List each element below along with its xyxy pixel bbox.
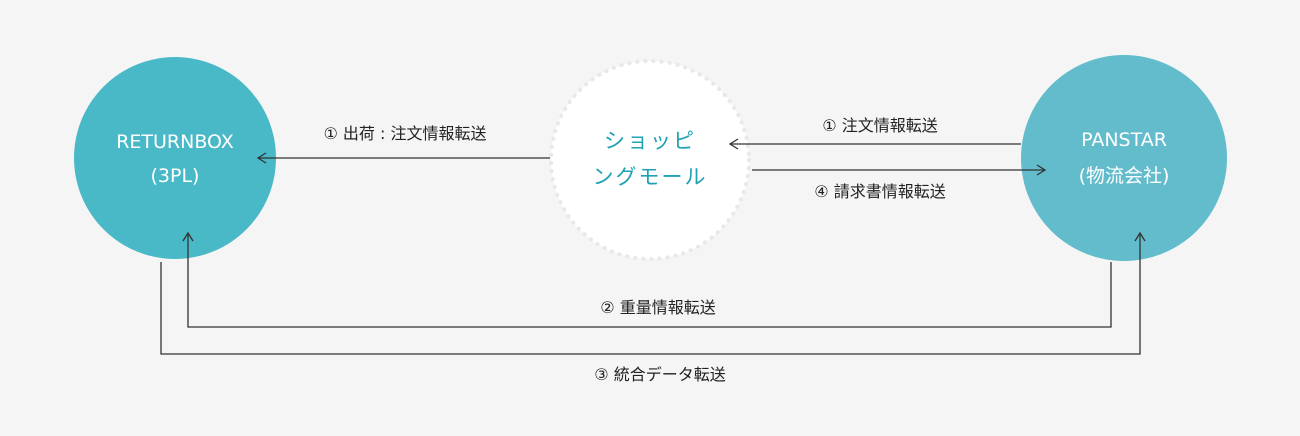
label-invoice: ④ 請求書情報転送 bbox=[814, 182, 945, 201]
arrow-weight bbox=[182, 231, 1112, 328]
mall-name-line1: ショッピ bbox=[604, 129, 696, 153]
node-shopping-mall: ショッピ ングモール bbox=[549, 59, 751, 261]
label-integrated: ③ 統合データ転送 bbox=[594, 365, 725, 384]
arrow-integrated bbox=[160, 231, 1146, 355]
mall-name-line2: ングモール bbox=[593, 165, 708, 189]
returnbox-name: RETURNBOX bbox=[116, 131, 234, 153]
panstar-role: (物流会社) bbox=[1079, 165, 1170, 187]
panstar-name: PANSTAR bbox=[1081, 129, 1167, 151]
node-returnbox: RETURNBOX (3PL) bbox=[74, 57, 276, 259]
label-shipping: ① 出荷 : 注文情報転送 bbox=[324, 124, 487, 143]
returnbox-role: (3PL) bbox=[151, 165, 200, 187]
node-panstar: PANSTAR (物流会社) bbox=[1021, 55, 1227, 261]
label-order: ① 注文情報転送 bbox=[822, 116, 937, 135]
label-weight: ② 重量情報転送 bbox=[600, 298, 715, 317]
